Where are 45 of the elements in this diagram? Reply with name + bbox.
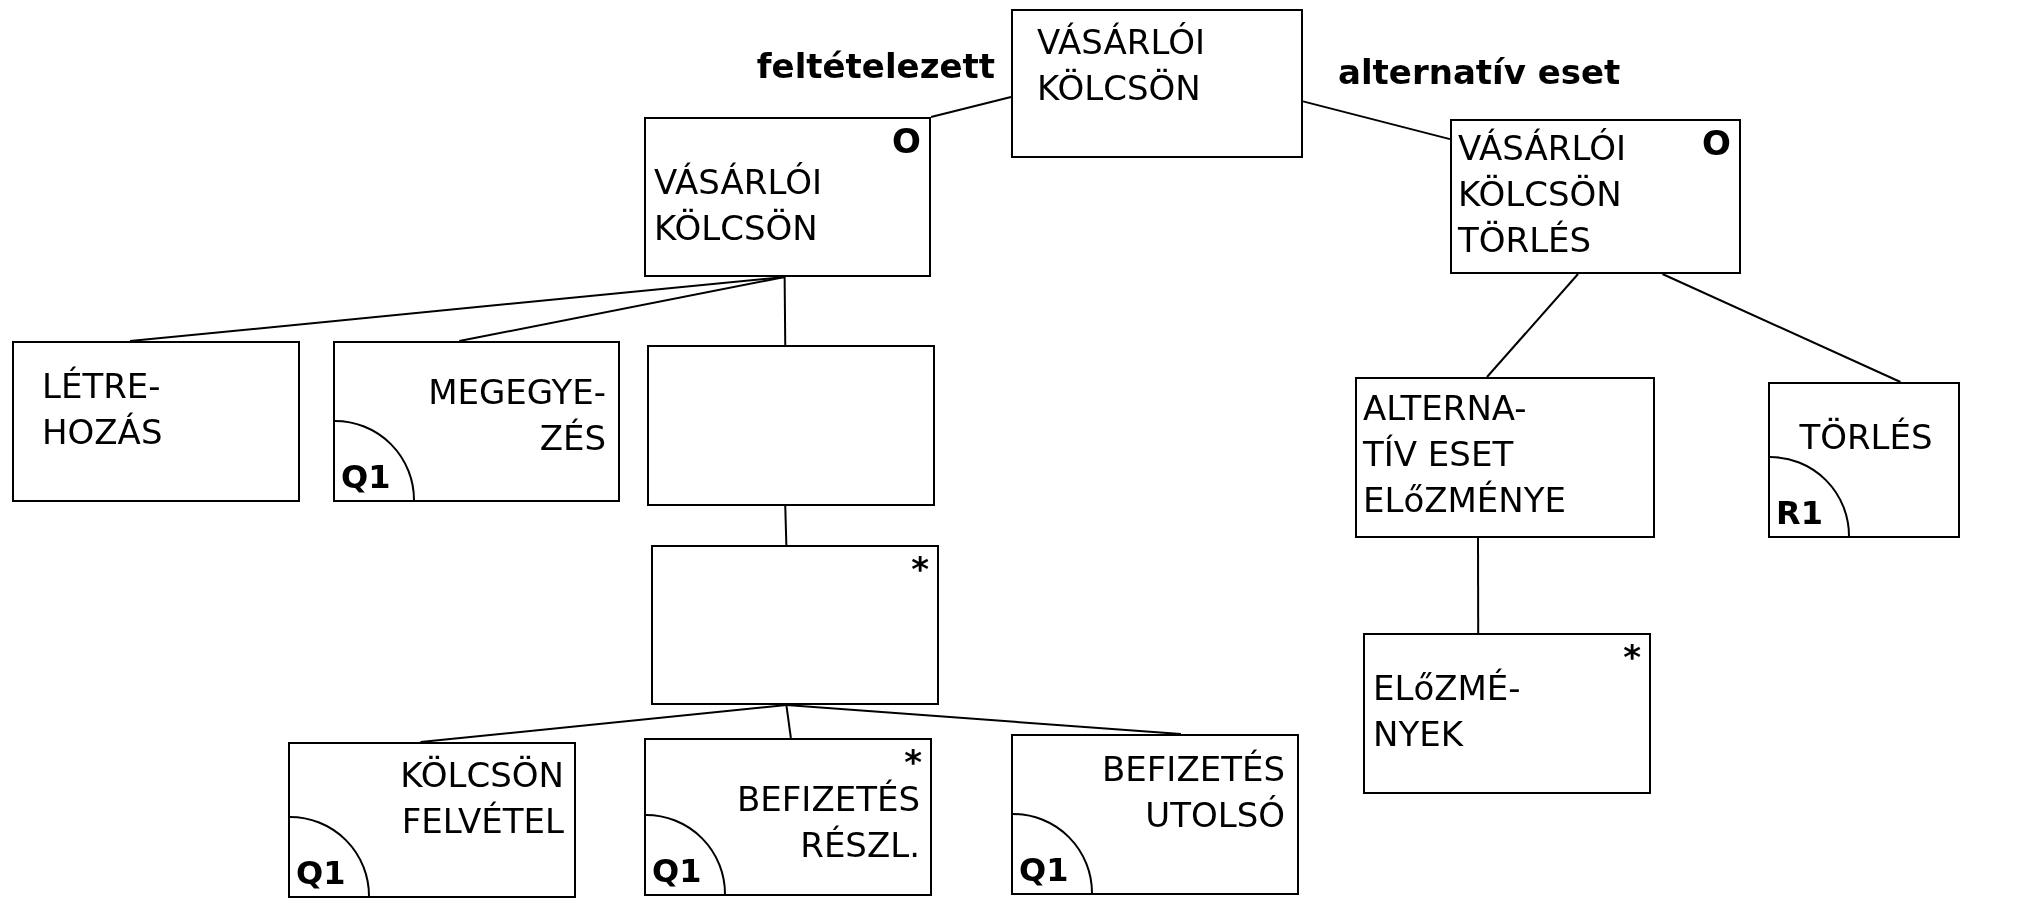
connector-line: [785, 704, 1182, 735]
process-box: [651, 545, 939, 705]
box-text: VÁSÁRLÓI KÖLCSÖN TÖRLÉS: [1458, 127, 1627, 262]
process-box: [1011, 734, 1299, 895]
branch-label: feltételezett: [755, 45, 995, 88]
connector-line: [784, 505, 788, 546]
corner-mark: Q1: [296, 854, 346, 892]
connector-line: [1302, 100, 1451, 141]
corner-mark: O: [892, 121, 921, 161]
corner-mark: Q1: [1019, 851, 1069, 889]
process-box: [644, 738, 932, 896]
corner-mark: Q1: [341, 458, 391, 496]
connector-line: [458, 276, 786, 342]
connector-line: [1477, 537, 1480, 634]
corner-mark: *: [1623, 637, 1641, 677]
box-text: ELőZMÉ- NYEK: [1373, 667, 1522, 756]
connector-line: [419, 704, 788, 743]
process-box: [333, 341, 620, 502]
box-text: TÖRLÉS: [1798, 416, 1934, 459]
corner-mark: R1: [1776, 494, 1823, 532]
process-box: [1011, 9, 1303, 158]
branch-label: alternatív eset: [1338, 51, 1622, 94]
connector-line: [930, 95, 1012, 118]
box-text: BEFIZETÉS UTOLSÓ: [1101, 748, 1285, 837]
connector-line: [785, 704, 792, 739]
box-text: LÉTRE- HOZÁS: [42, 365, 164, 454]
connector-line: [1661, 273, 1902, 383]
process-box: [288, 742, 576, 898]
box-text: VÁSÁRLÓI KÖLCSÖN: [654, 161, 823, 250]
corner-mark: O: [1702, 123, 1731, 163]
empty-box: [647, 345, 935, 506]
box-text: ALTERNA- TÍV ESET ELőZMÉNYE: [1363, 387, 1568, 522]
process-box: [644, 117, 931, 277]
box-text: KÖLCSÖN FELVÉTEL: [399, 754, 564, 843]
process-box: [1363, 633, 1651, 794]
corner-mark: Q1: [652, 852, 702, 890]
box-text: VÁSÁRLÓI KÖLCSÖN: [1037, 21, 1206, 110]
process-box: [1355, 377, 1655, 538]
connector-line: [1486, 273, 1580, 378]
process-box: [1768, 382, 1960, 538]
process-box: [12, 341, 300, 502]
box-text: MEGEGYE- ZÉS: [427, 371, 606, 460]
connector-line: [783, 276, 787, 346]
process-box: [1450, 119, 1741, 274]
corner-mark: *: [911, 549, 929, 589]
